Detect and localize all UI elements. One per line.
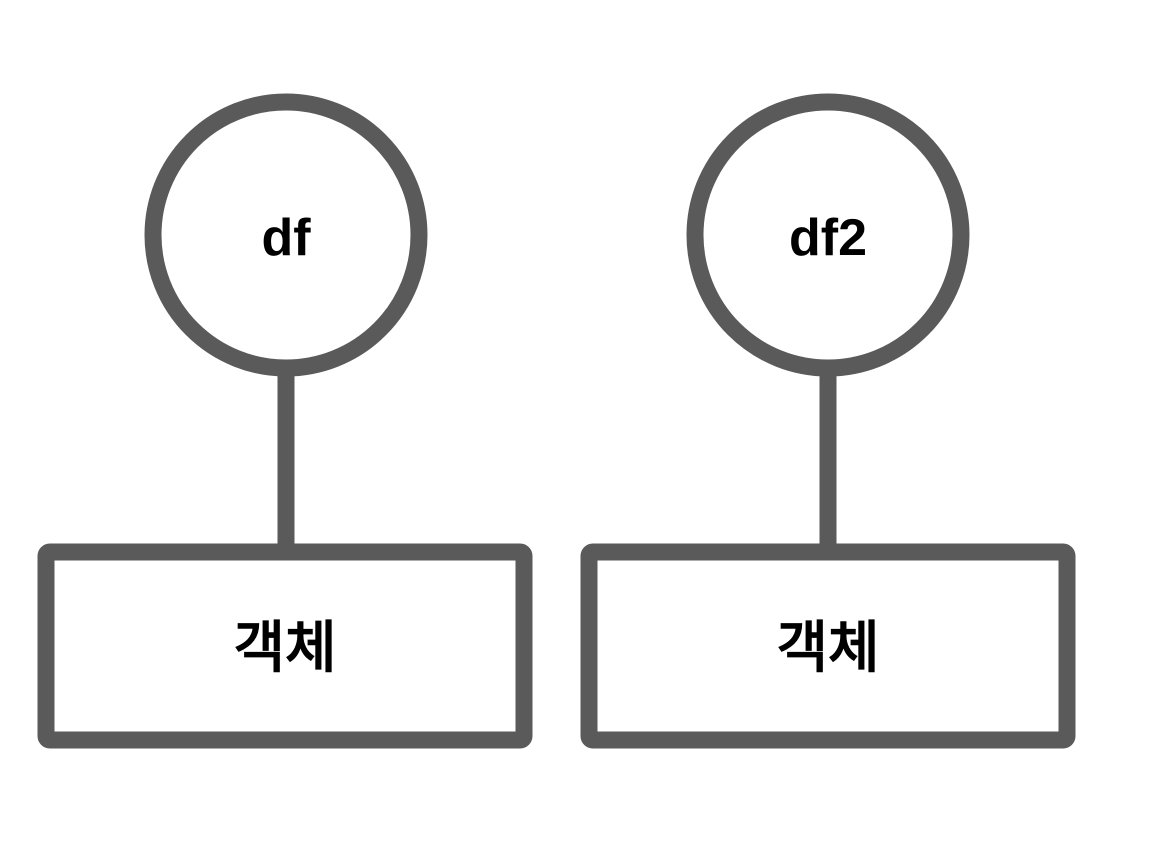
object-box-df2 bbox=[580, 543, 1076, 749]
object-label-df: 객체 bbox=[233, 616, 336, 681]
object-label-df2: 객체 bbox=[776, 616, 879, 681]
reference-group-df2: df2 객체 bbox=[580, 93, 1076, 749]
variable-label-df: df bbox=[261, 209, 311, 267]
variable-circle-df2 bbox=[686, 93, 970, 377]
variable-circle-df bbox=[144, 93, 428, 377]
reference-group-df: df 객체 bbox=[37, 93, 533, 749]
variable-label-df2: df2 bbox=[789, 209, 867, 267]
object-box-df bbox=[37, 543, 533, 749]
